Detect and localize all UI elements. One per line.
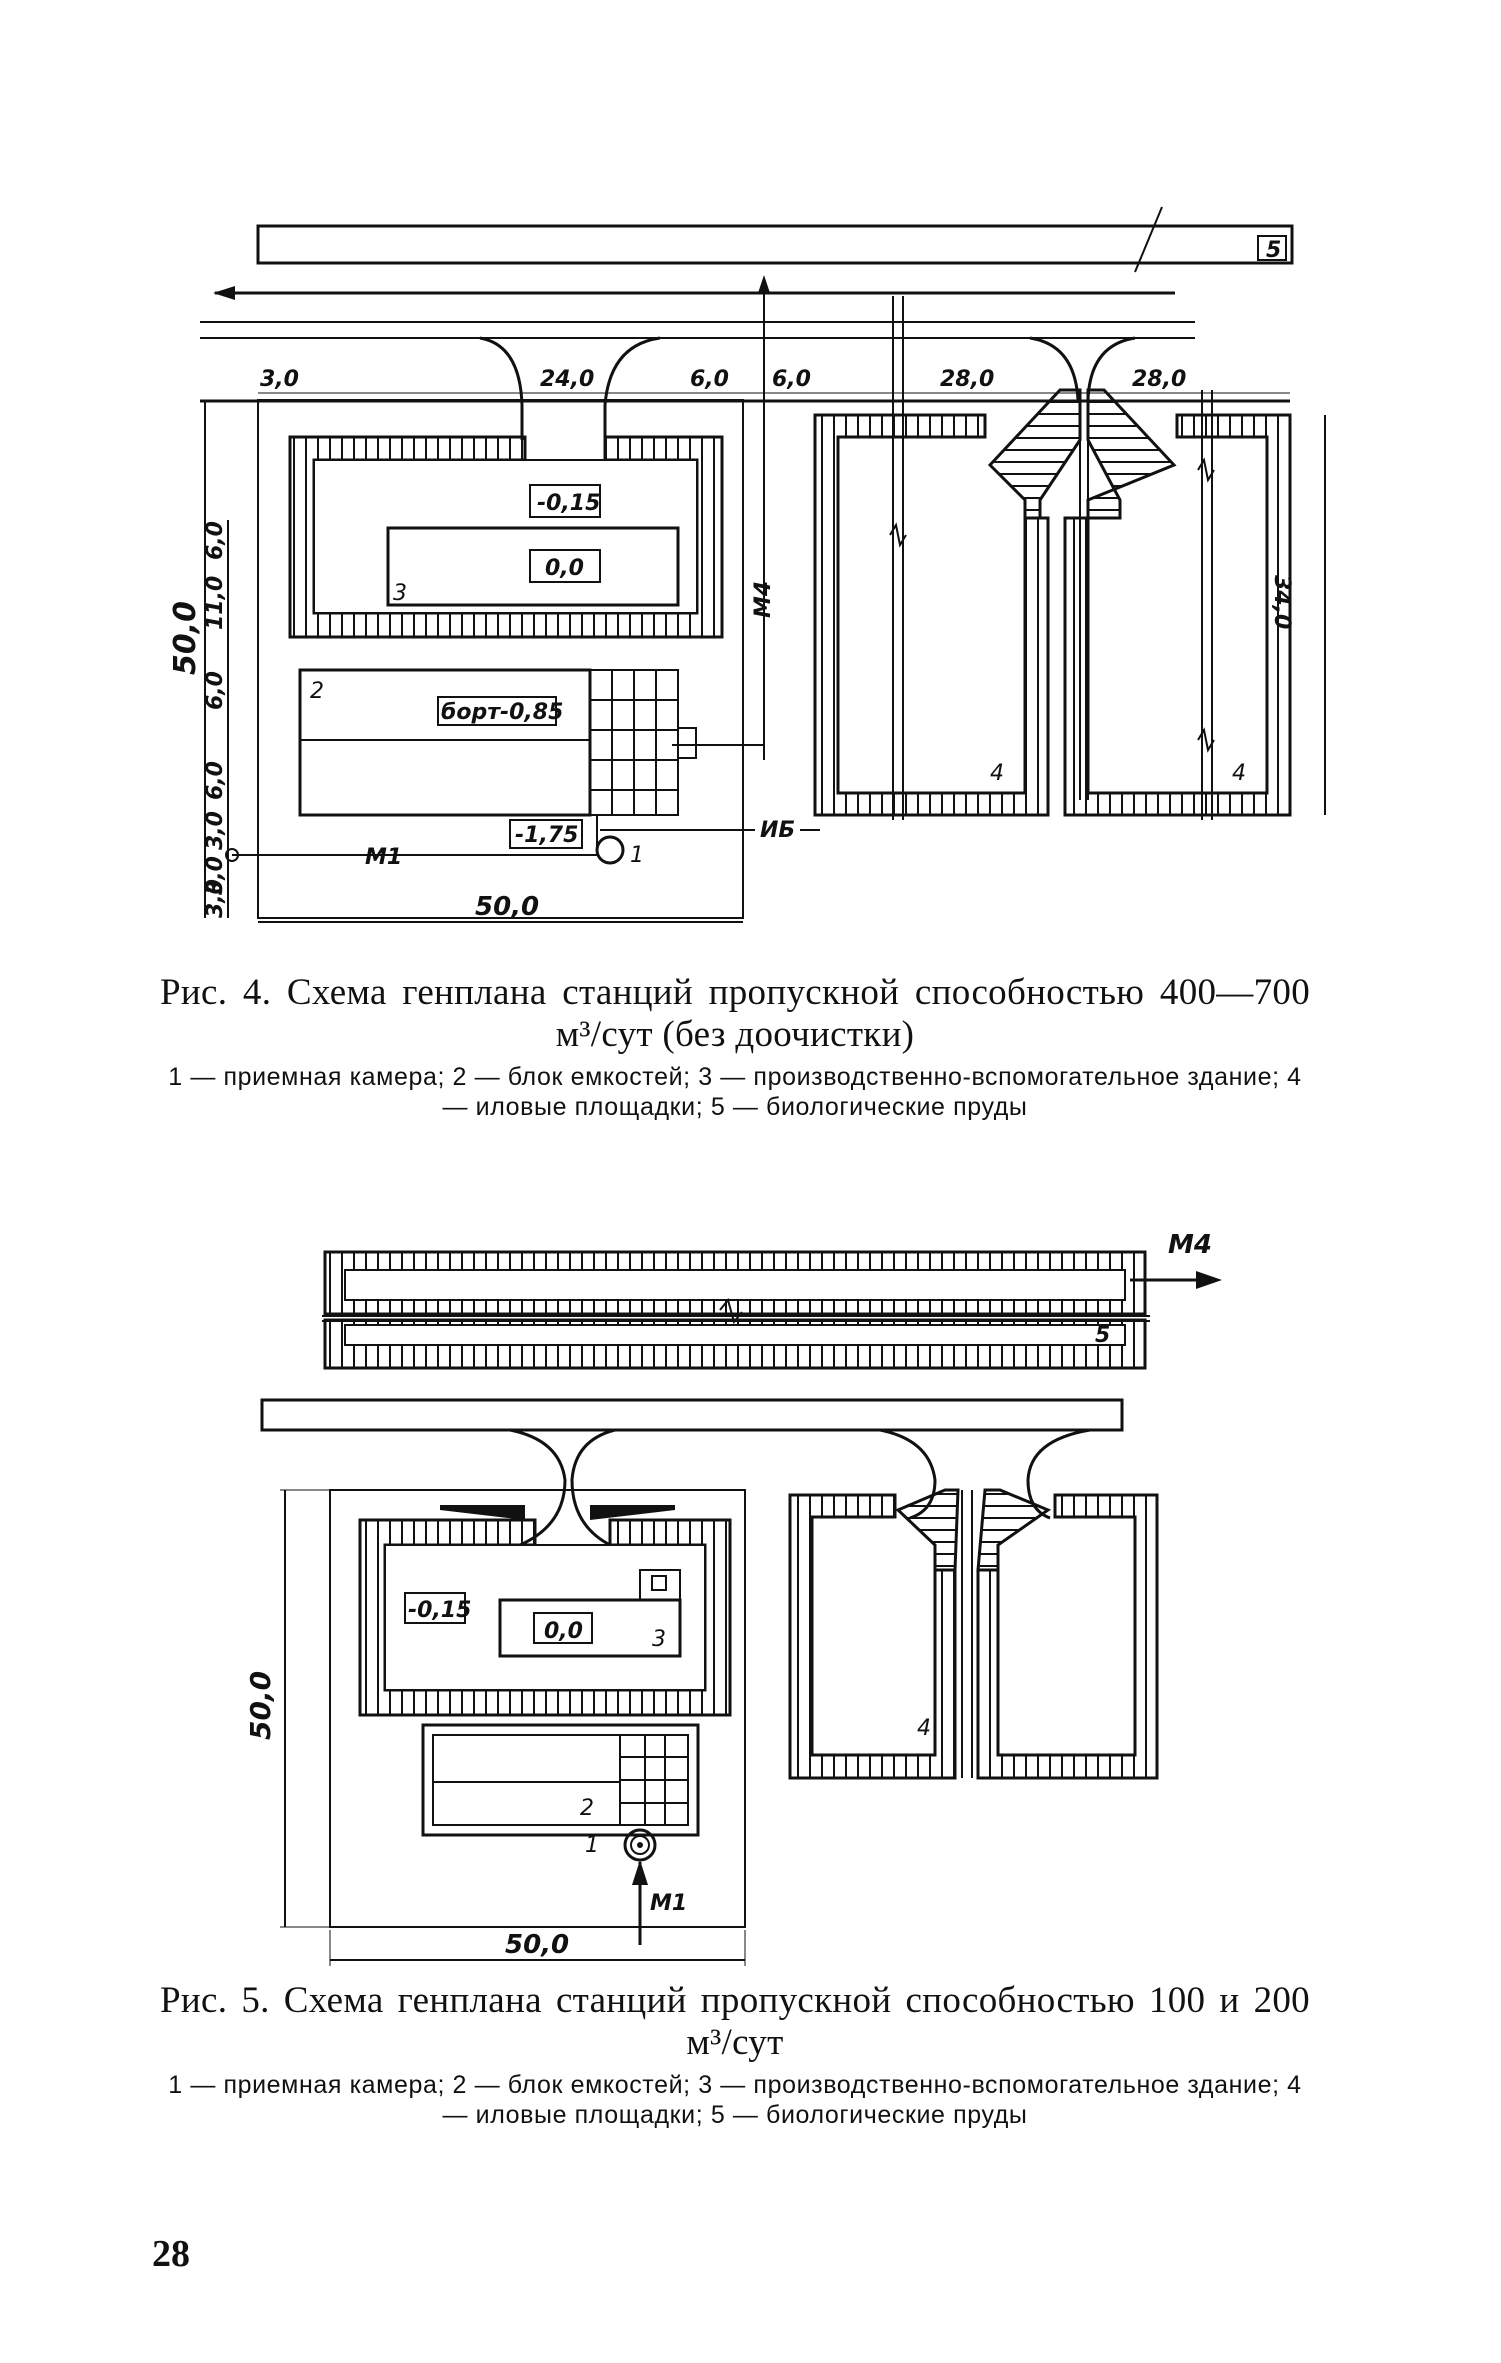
svg-text:50,0: 50,0 (168, 601, 203, 675)
elevation-chamber: -1,75 (515, 823, 578, 848)
right-dimension: 34,0 (1269, 575, 1294, 629)
svg-text:3,0: 3,0 (260, 367, 299, 392)
height-dimension: 50,0 (244, 1671, 277, 1740)
tanks-number: 2 (580, 1796, 594, 1821)
svg-text:6,0: 6,0 (203, 521, 228, 560)
building-3-enclosure: -0,15 0,0 3 (288, 435, 724, 639)
building-3 (498, 1598, 682, 1658)
svg-text:28,0: 28,0 (940, 367, 994, 392)
sludge-beds-4: 4 4 (813, 388, 1292, 817)
building-3-enclosure: -0,15 0,0 3 (358, 1505, 732, 1717)
svg-text:6,0: 6,0 (203, 761, 228, 800)
sludge-right-number: 4 (1232, 761, 1246, 786)
plot-boundary (329, 1489, 746, 1928)
elevation-yard: -0,15 (408, 1598, 471, 1623)
svg-text:3,0: 3,0 (203, 879, 228, 918)
svg-text:11,0: 11,0 (203, 576, 228, 630)
tanks-block-2: борт-0,85 2 (298, 668, 697, 817)
svg-text:6,0: 6,0 (772, 367, 811, 392)
svg-text:6,0: 6,0 (690, 367, 729, 392)
chamber-number: 1 (630, 843, 644, 868)
sludge-beds-4: 4 (788, 1488, 1159, 1780)
svg-text:6,0: 6,0 (203, 671, 228, 710)
building-number: 3 (652, 1627, 666, 1652)
sludge-left-number: 4 (990, 761, 1004, 786)
elevation-yard: -0,15 (537, 491, 600, 516)
elevation-board: борт-0,85 (441, 700, 563, 725)
m1-label: М1 (365, 845, 402, 870)
bio-ponds-5: 5 (322, 1250, 1150, 1370)
figure-4-legend: 1 — приемная камера; 2 — блок емкостей; … (168, 1063, 1302, 1121)
figure-4-site-plan: 5 -0,15 0,0 3 (168, 206, 1326, 923)
figure-4-caption: Рис. 4. Схема генплана станций пропускно… (160, 972, 1310, 1055)
width-dimension: 50,0 (505, 1930, 569, 1960)
figure-5-caption: Рис. 5. Схема генплана станций пропускно… (160, 1980, 1310, 2063)
svg-text:28,0: 28,0 (1132, 367, 1186, 392)
elevation-building: 0,0 (544, 1619, 583, 1644)
figure-5-site-plan: 5 М4 50,0 50,0 -0,15 0,0 3 (244, 1230, 1222, 1966)
tanks-number: 2 (310, 679, 324, 704)
elevation-building: 0,0 (545, 556, 584, 581)
svg-text:24,0: 24,0 (540, 367, 594, 392)
bio-pond-strip (256, 224, 1294, 265)
chamber-number: 1 (585, 1833, 599, 1858)
sludge-number: 4 (917, 1716, 931, 1741)
receiving-chamber (595, 835, 625, 865)
page-number: 28 (152, 2233, 190, 2275)
bio-ponds-number: 5 (1095, 1323, 1110, 1348)
left-dimensions: 50,0 6,0 11,0 6,0 6,0 3,0 3,0 3,0 (168, 401, 229, 918)
m1-label: М1 (650, 1891, 687, 1916)
building-number: 3 (393, 581, 407, 606)
bio-ponds-number: 5 (1266, 238, 1281, 263)
m4-label: М4 (1168, 1230, 1212, 1260)
top-dimensions: 3,0 24,0 6,0 6,0 28,0 28,0 (258, 367, 1290, 394)
m4-label: М4 (751, 581, 776, 618)
svg-text:3,0: 3,0 (203, 811, 228, 850)
figure-5-legend: 1 — приемная камера; 2 — блок емкостей; … (168, 2071, 1302, 2129)
ib-label: ИБ (760, 818, 795, 843)
tanks-block-2: 2 (421, 1723, 700, 1837)
building-3 (386, 526, 680, 607)
svg-text:3,0: 3,0 (203, 856, 228, 895)
bottom-dimension: 50,0 (475, 892, 539, 922)
